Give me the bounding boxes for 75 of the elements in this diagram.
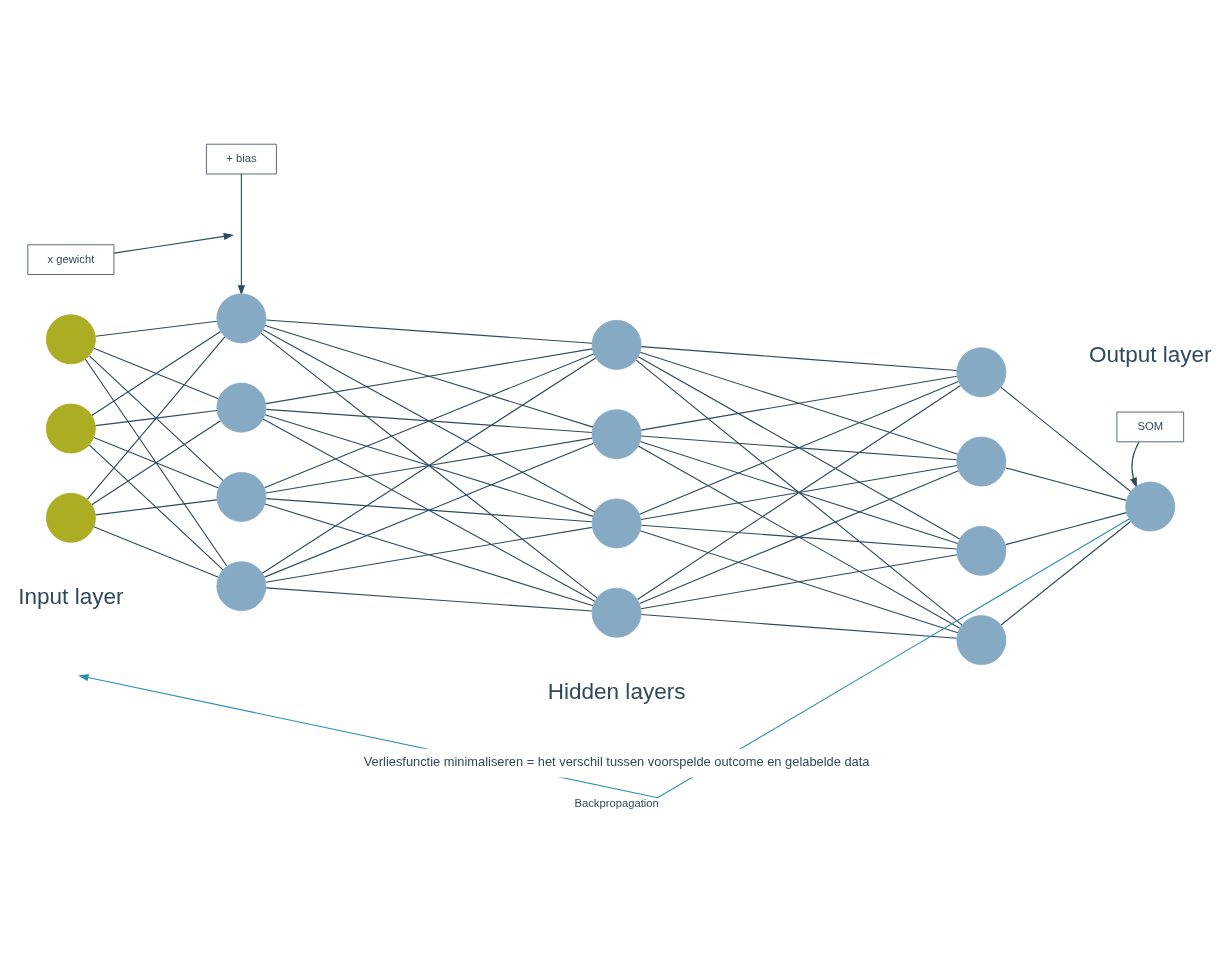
arrow <box>113 232 234 254</box>
connector <box>639 380 959 515</box>
connector <box>86 335 226 500</box>
connector <box>640 345 958 371</box>
node-circle <box>956 436 1007 486</box>
label: Hidden layers <box>547 678 686 704</box>
connector <box>93 436 220 489</box>
connector <box>91 419 222 505</box>
node-circle <box>216 382 267 433</box>
label: Output layer <box>1088 341 1212 367</box>
connector <box>263 442 595 578</box>
node-circle <box>956 525 1007 576</box>
arrow <box>1129 440 1140 488</box>
connector <box>265 347 593 404</box>
node-circle <box>45 492 96 543</box>
node-circle <box>45 313 96 364</box>
connector <box>93 525 220 578</box>
connector <box>265 497 593 522</box>
node-circle <box>45 403 96 453</box>
connector <box>640 553 958 609</box>
connector <box>262 328 596 512</box>
arrow <box>237 173 245 295</box>
node-circle <box>591 408 642 459</box>
node-box: x gewicht <box>27 243 115 275</box>
connector <box>265 319 593 344</box>
node-circle <box>1125 481 1176 531</box>
connector <box>1000 520 1132 626</box>
node-circle <box>591 498 642 548</box>
connector <box>94 409 218 426</box>
connector <box>94 498 218 515</box>
node-circle <box>591 319 642 370</box>
connector <box>640 434 958 460</box>
connector <box>88 444 224 570</box>
connector <box>84 358 228 567</box>
label: Verliesfunctie minimaliseren = het verschil tussen voorspelde outcome en gelabelde data <box>363 753 870 769</box>
connector <box>639 440 959 544</box>
node-circle <box>216 471 267 522</box>
connector <box>639 469 959 604</box>
connector <box>637 355 961 540</box>
node-circle <box>216 560 267 611</box>
node-circle <box>956 346 1007 397</box>
connector <box>635 359 963 625</box>
edge-label: Backpropagation <box>574 796 659 809</box>
connector <box>640 613 958 639</box>
node-box: + bias <box>206 143 277 174</box>
connector <box>1000 386 1132 492</box>
label: Input layer <box>18 583 124 609</box>
connector <box>263 352 595 488</box>
connector <box>265 526 593 583</box>
connector <box>264 324 594 428</box>
connector <box>264 502 594 606</box>
node-circle <box>591 587 642 638</box>
connector <box>93 347 220 399</box>
connector <box>1004 466 1127 501</box>
node-circle <box>956 614 1007 665</box>
connector <box>640 524 958 550</box>
connector <box>1004 511 1127 545</box>
connector <box>265 408 593 433</box>
connector <box>265 586 593 612</box>
connector <box>639 351 959 455</box>
connector <box>91 330 222 416</box>
connector <box>260 332 598 598</box>
node-circle <box>216 292 267 343</box>
connector <box>261 356 597 574</box>
connector <box>88 354 224 481</box>
connector <box>640 375 958 431</box>
connector <box>262 418 596 602</box>
connector <box>94 320 218 337</box>
connector <box>639 529 959 633</box>
connector <box>265 437 593 493</box>
connector <box>640 464 958 520</box>
connector <box>637 444 961 629</box>
connector <box>264 413 594 517</box>
connector <box>636 384 962 600</box>
node-box: SOM <box>1116 411 1185 442</box>
